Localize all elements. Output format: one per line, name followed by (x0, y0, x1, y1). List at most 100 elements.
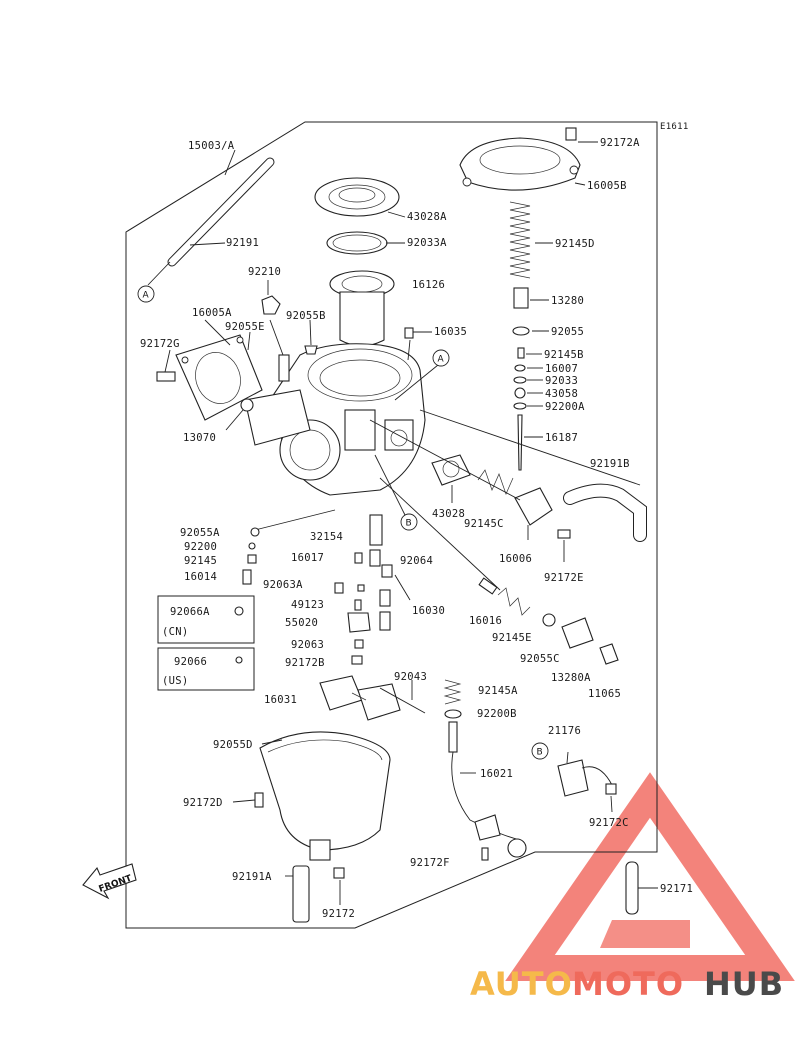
part-label: 16007 (545, 363, 578, 375)
part-label: 16016 (469, 615, 502, 627)
part-label: 16005B (587, 180, 627, 192)
watermark-hub: HUB (704, 965, 784, 1003)
idle-screw-part (561, 617, 594, 649)
choke-part (514, 487, 553, 526)
part-label: 92172E (544, 572, 584, 584)
spring-part (477, 469, 514, 495)
part-label: 92172B (285, 657, 325, 669)
float-part (319, 675, 401, 721)
screw-part (156, 371, 176, 382)
part-label: 92145B (544, 349, 584, 361)
part-label: 92055 (551, 326, 584, 338)
part-label: 92191 (226, 237, 259, 249)
part-label: 92191B (590, 458, 630, 470)
part-label: 92145A (478, 685, 518, 697)
part-label: 92172F (410, 857, 450, 869)
part-label: 43028A (407, 211, 447, 223)
part-label: 92145C (464, 518, 504, 530)
choke-cable-part (448, 721, 458, 753)
screw-part (565, 127, 577, 141)
part-label: 16005A (192, 307, 232, 319)
part-label: 92063A (263, 579, 303, 591)
part-label: 92145 (184, 555, 217, 567)
drain-tube-part (292, 865, 310, 923)
part-label: 92210 (248, 266, 281, 278)
pilot-screw-part (478, 577, 498, 595)
part-label: 16006 (499, 553, 532, 565)
part-label: 92033A (407, 237, 447, 249)
gasket-part (431, 454, 471, 486)
part-label: 16126 (412, 279, 445, 291)
part-label: 92055B (286, 310, 326, 322)
part-label: 43028 (432, 508, 465, 520)
float-valve-part (347, 612, 371, 633)
part-label: 92033 (545, 375, 578, 387)
part-label: 11065 (588, 688, 621, 700)
part-label: 92064 (400, 555, 433, 567)
part-label: 92171 (660, 883, 693, 895)
part-label: 13280A (551, 672, 591, 684)
us-variant-box (157, 647, 255, 691)
part-label: 13070 (183, 432, 216, 444)
part-label: 55020 (285, 617, 318, 629)
part-label: 92172C (589, 817, 629, 829)
sensor-part (557, 759, 617, 797)
plunger-part (369, 514, 383, 546)
part-label: 32154 (310, 531, 343, 543)
carburetor-body-part (244, 343, 426, 496)
cn-variant-box (157, 595, 255, 644)
piston-valve-part (329, 270, 395, 347)
nut-part (261, 295, 281, 315)
fitting-part (278, 354, 290, 382)
clip-part (625, 861, 639, 915)
spring-part (509, 201, 531, 279)
part-label: 92055C (520, 653, 560, 665)
spring-part (443, 679, 462, 705)
callout-a-marker: A (137, 285, 155, 303)
top-cover-part (459, 137, 581, 191)
part-label: 92055E (225, 321, 265, 333)
part-label: 92145E (492, 632, 532, 644)
part-label: 92200B (477, 708, 517, 720)
diagram-code: E1611 (660, 122, 689, 132)
watermark-logo: AUTO MOTO HUB (470, 965, 784, 1003)
needle-holder-part (513, 287, 529, 309)
part-label: 92191A (232, 871, 272, 883)
front-arrow-icon: FRONT (82, 863, 137, 900)
part-label: 92172 (322, 908, 355, 920)
part-label: 92066A (170, 606, 210, 618)
variant-label-us: (US) (162, 675, 189, 687)
callout-b-marker: B (531, 742, 549, 760)
callout-b-marker: B (400, 513, 418, 531)
part-label: 92066 (174, 656, 207, 668)
part-label: 15003/A (188, 140, 235, 152)
watermark-auto: AUTO (470, 965, 573, 1003)
part-label: 21176 (548, 725, 581, 737)
overflow-tube-part (167, 157, 275, 267)
part-label: 92055D (213, 739, 253, 751)
part-label: 92172G (140, 338, 180, 350)
callout-a-marker: A (432, 349, 450, 367)
gasket-plate-part (175, 334, 263, 421)
jet-needle-part (517, 414, 523, 471)
diagram-frame (125, 121, 658, 929)
callout-a-label: A (143, 291, 150, 301)
watermark-triangle-icon (505, 772, 795, 981)
part-label: 92063 (291, 639, 324, 651)
part-label: 43058 (545, 388, 578, 400)
part-label: 16035 (434, 326, 467, 338)
part-label: 16031 (264, 694, 297, 706)
part-label: 92200A (545, 401, 585, 413)
part-label: 16187 (545, 432, 578, 444)
part-label: 92172A (600, 137, 640, 149)
part-label: 13280 (551, 295, 584, 307)
callout-a-label: A (438, 355, 445, 365)
part-label: 16017 (291, 552, 324, 564)
callout-b-label: B (537, 748, 543, 758)
diaphragm-part (314, 177, 400, 217)
part-label: 92200 (184, 541, 217, 553)
part-label: 92145D (555, 238, 595, 250)
part-label: 92055A (180, 527, 220, 539)
float-bowl-part (259, 731, 391, 861)
